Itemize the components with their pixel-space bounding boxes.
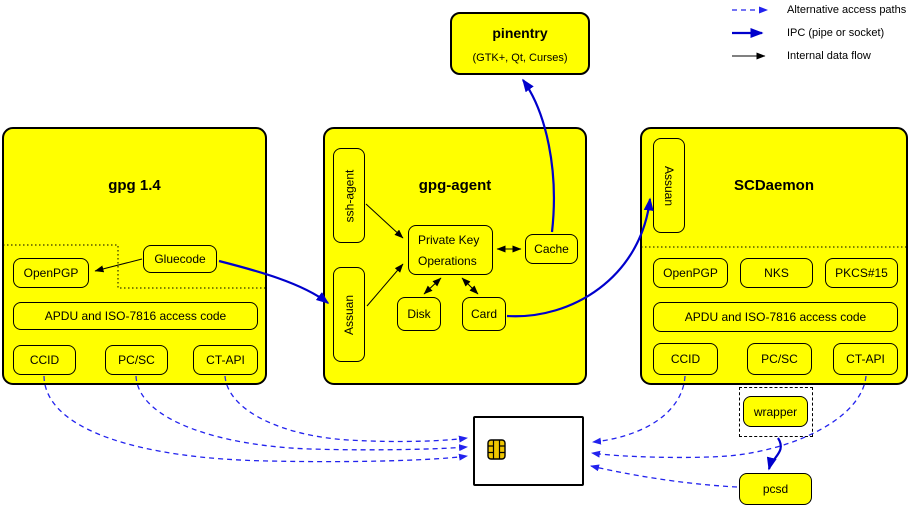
gpg14-title: gpg 1.4 xyxy=(108,177,161,194)
gpg-agent-title: gpg-agent xyxy=(418,177,492,194)
smartcard-chip-icon xyxy=(487,439,506,460)
pinentry-subtitle: (GTK+, Qt, Curses) xyxy=(472,52,568,64)
scdaemon-openpgp-label: OpenPGP xyxy=(663,266,718,280)
path-scdaemon-ctapi-to-card xyxy=(591,375,867,459)
gpg14-openpgp-box: OpenPGP xyxy=(13,258,89,288)
pko-line1: Private Key xyxy=(418,232,480,247)
pcsd-box: pcsd xyxy=(739,473,812,505)
scdaemon-ccid-label: CCID xyxy=(670,352,701,366)
legend-item-ipc: IPC (pipe or socket) xyxy=(731,27,884,39)
black-arrow-icon xyxy=(732,52,766,60)
ssh-agent-label: ssh-agent xyxy=(342,169,357,222)
legend-label: Alternative access paths xyxy=(787,4,907,16)
gpg14-ctapi-box: CT-API xyxy=(193,345,258,375)
dashed-arrow-icon xyxy=(732,6,768,14)
wrapper-label: wrapper xyxy=(753,404,798,419)
legend-label: Internal data flow xyxy=(787,50,871,62)
gpg14-gluecode-label: Gluecode xyxy=(154,252,206,266)
scdaemon-nks-box: NKS xyxy=(740,258,813,288)
scdaemon-pcsc-label: PC/SC xyxy=(761,352,798,366)
scdaemon-ctapi-box: CT-API xyxy=(833,343,898,375)
gpg14-apdu-box: APDU and ISO-7816 access code xyxy=(13,302,258,330)
path-gpg14-pcsc-to-card xyxy=(135,375,468,452)
pinentry-box: pinentry (GTK+, Qt, Curses) xyxy=(450,12,590,75)
pinentry-title: pinentry xyxy=(492,25,548,41)
scdaemon-ccid-box: CCID xyxy=(653,343,718,375)
gpg14-pcsc-label: PC/SC xyxy=(118,353,155,367)
gpg14-openpgp-label: OpenPGP xyxy=(23,266,79,280)
gpg14-ccid-label: CCID xyxy=(29,353,60,367)
legend-item-internal: Internal data flow xyxy=(731,50,871,62)
gpg-agent-assuan-box: Assuan xyxy=(333,267,365,362)
smartcard xyxy=(473,416,584,486)
gpg14-gluecode-box: Gluecode xyxy=(143,245,217,273)
scdaemon-pkcs15-label: PKCS#15 xyxy=(835,266,888,280)
card-label: Card xyxy=(470,307,497,321)
scdaemon-assuan-label: Assuan xyxy=(662,165,676,206)
scdaemon-assuan-box: Assuan xyxy=(653,138,685,233)
cache-box: Cache xyxy=(525,234,578,264)
path-gpg14-ccid-to-card xyxy=(43,375,468,463)
gpg-agent-assuan-label: Assuan xyxy=(342,294,356,335)
gpg14-ctapi-label: CT-API xyxy=(206,353,245,367)
gpg14-ccid-box: CCID xyxy=(13,345,76,375)
path-scdaemon-ccid-to-card xyxy=(592,375,686,445)
cache-label: Cache xyxy=(534,242,569,256)
scdaemon-apdu-box: APDU and ISO-7816 access code xyxy=(653,302,898,332)
gpg14-pcsc-box: PC/SC xyxy=(105,345,168,375)
arrow-wrapper-to-pcsd xyxy=(766,437,782,471)
scdaemon-ctapi-label: CT-API xyxy=(846,352,885,366)
scdaemon-nks-label: NKS xyxy=(764,266,789,280)
path-gpg14-ctapi-to-card xyxy=(224,375,468,443)
gpg14-apdu-label: APDU and ISO-7816 access code xyxy=(44,309,227,323)
scdaemon-title: SCDaemon xyxy=(733,177,815,194)
disk-label: Disk xyxy=(407,307,431,321)
solid-blue-arrow-icon xyxy=(732,28,764,38)
path-pcsd-to-card xyxy=(590,464,738,488)
pcsd-label: pcsd xyxy=(762,482,789,496)
scdaemon-pkcs15-box: PKCS#15 xyxy=(825,258,898,288)
legend-item-alternative: Alternative access paths xyxy=(731,4,906,16)
scdaemon-apdu-label: APDU and ISO-7816 access code xyxy=(684,310,867,324)
legend-label: IPC (pipe or socket) xyxy=(787,27,885,39)
card-box: Card xyxy=(462,297,506,331)
gpg-agent-ssh-agent-box: ssh-agent xyxy=(333,148,365,243)
wrapper-box: wrapper xyxy=(743,396,808,427)
pko-line2: Operations xyxy=(418,253,477,268)
disk-box: Disk xyxy=(397,297,441,331)
scdaemon-pcsc-box: PC/SC xyxy=(747,343,812,375)
scdaemon-openpgp-box: OpenPGP xyxy=(653,258,728,288)
private-key-operations-box: Private Key Operations xyxy=(408,225,493,275)
